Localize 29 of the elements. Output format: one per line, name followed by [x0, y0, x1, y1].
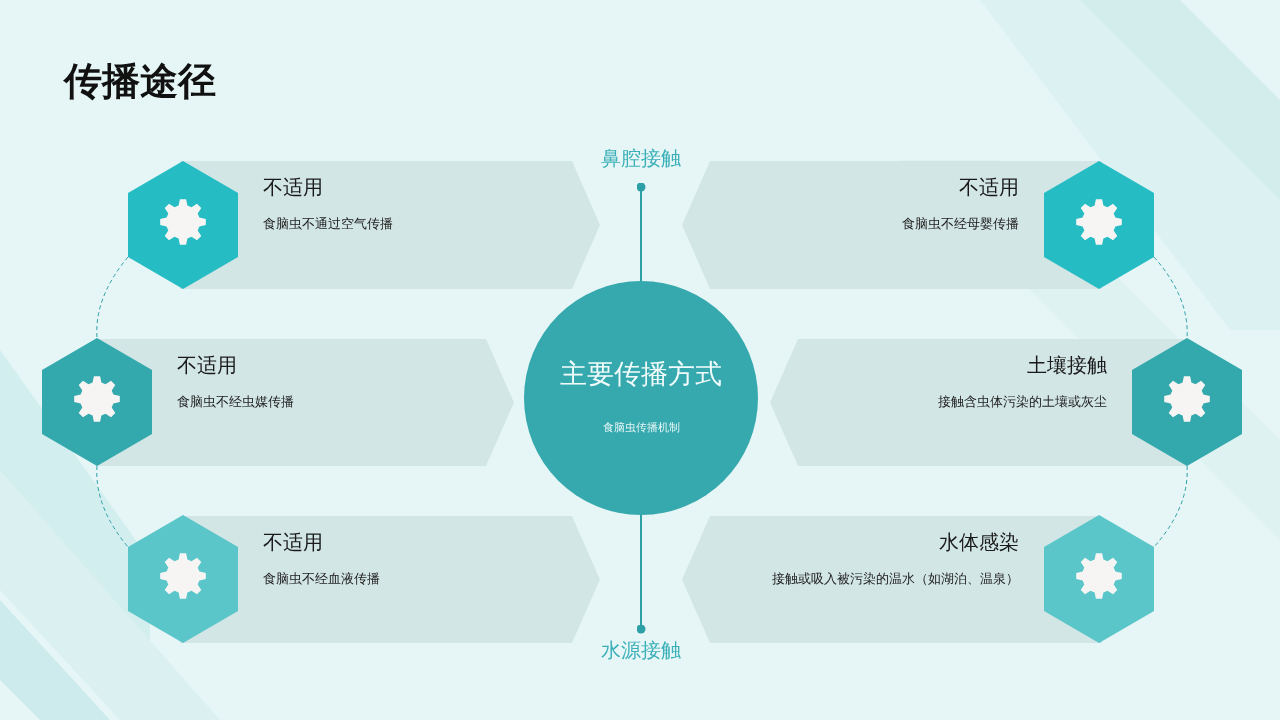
band-heading: 不适用: [263, 174, 323, 201]
band-description: 接触含虫体污染的土壤或灰尘: [938, 393, 1107, 411]
band-description: 食脑虫不经虫媒传播: [177, 393, 294, 411]
band-description: 食脑虫不经母婴传播: [902, 215, 1019, 233]
dashed-connector: [1153, 256, 1188, 339]
band-heading: 不适用: [959, 174, 1019, 201]
connector-line: [636, 514, 646, 634]
route-label: 水源接触: [560, 634, 722, 670]
hexagon: [128, 161, 238, 289]
dashed-connector: [96, 465, 129, 548]
dashed-connector: [96, 256, 129, 339]
hexagon: [1044, 515, 1154, 643]
dashed-connector: [1153, 465, 1188, 548]
band-heading: 土壤接触: [1027, 352, 1107, 379]
hexagon: [1044, 161, 1154, 289]
circle-title: 主要传播方式: [559, 357, 723, 391]
band-heading: 不适用: [177, 352, 237, 379]
hexagon: [1132, 338, 1242, 466]
band-heading: 不适用: [263, 529, 323, 556]
circle-subtitle: 食脑虫传播机制: [601, 420, 681, 436]
route-label: 鼻腔接触: [560, 142, 722, 182]
connector-line: [636, 182, 646, 282]
page-title: 传播途径: [64, 58, 216, 105]
band-description: 接触或吸入被污染的温水（如湖泊、温泉）: [772, 570, 1019, 588]
band-description: 食脑虫不经血液传播: [263, 570, 380, 588]
band-description: 食脑虫不通过空气传播: [263, 215, 393, 233]
hexagon: [42, 338, 152, 466]
band-heading: 水体感染: [939, 529, 1019, 556]
hexagon: [128, 515, 238, 643]
